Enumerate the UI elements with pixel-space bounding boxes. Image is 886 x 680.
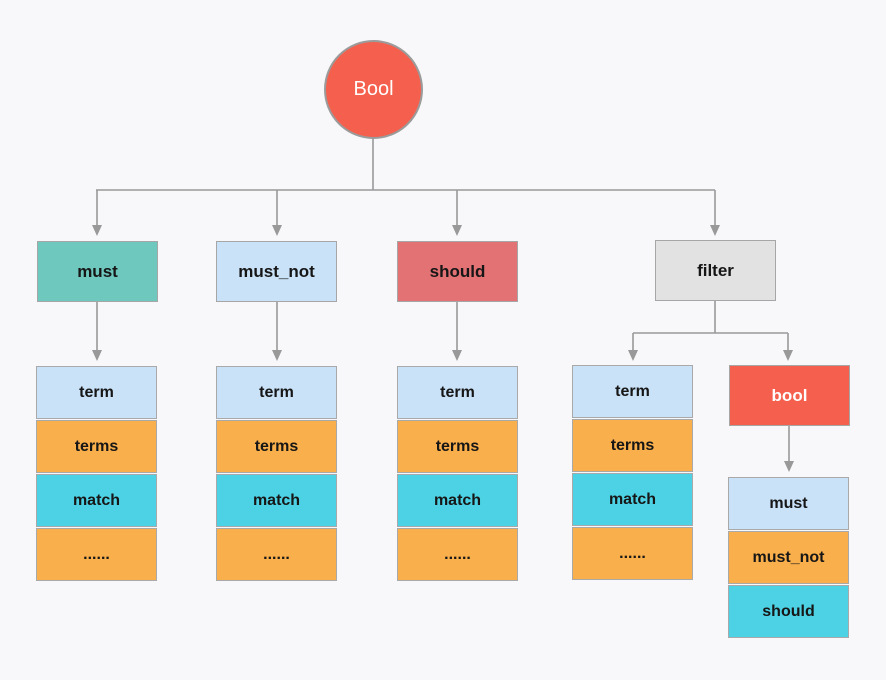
stack-cell-match: match [216,474,337,527]
stack-cell-match: match [36,474,157,527]
stack-cell-should: should [728,585,849,638]
stack-cell-term: term [572,365,693,418]
stack-cell-more: ...... [397,528,518,581]
query-stack-filter: term terms match ...... [572,365,693,580]
query-stack-should: term terms match ...... [397,366,518,581]
clause-box-must: must [37,241,158,302]
stack-cell-terms: terms [216,420,337,473]
stack-cell-more: ...... [216,528,337,581]
stack-cell-match: match [572,473,693,526]
stack-cell-match: match [397,474,518,527]
root-node-bool: Bool [324,40,423,139]
stack-cell-must: must [728,477,849,530]
nested-bool-stack: must must_not should [728,477,849,638]
stack-cell-terms: terms [397,420,518,473]
stack-cell-more: ...... [572,527,693,580]
stack-cell-term: term [216,366,337,419]
query-stack-must: term terms match ...... [36,366,157,581]
stack-cell-term: term [397,366,518,419]
clause-box-must-not: must_not [216,241,337,302]
stack-cell-more: ...... [36,528,157,581]
nested-bool-box: bool [729,365,850,426]
stack-cell-must-not: must_not [728,531,849,584]
clause-box-should: should [397,241,518,302]
stack-cell-term: term [36,366,157,419]
query-stack-must-not: term terms match ...... [216,366,337,581]
clause-box-filter: filter [655,240,776,301]
stack-cell-terms: terms [36,420,157,473]
stack-cell-terms: terms [572,419,693,472]
